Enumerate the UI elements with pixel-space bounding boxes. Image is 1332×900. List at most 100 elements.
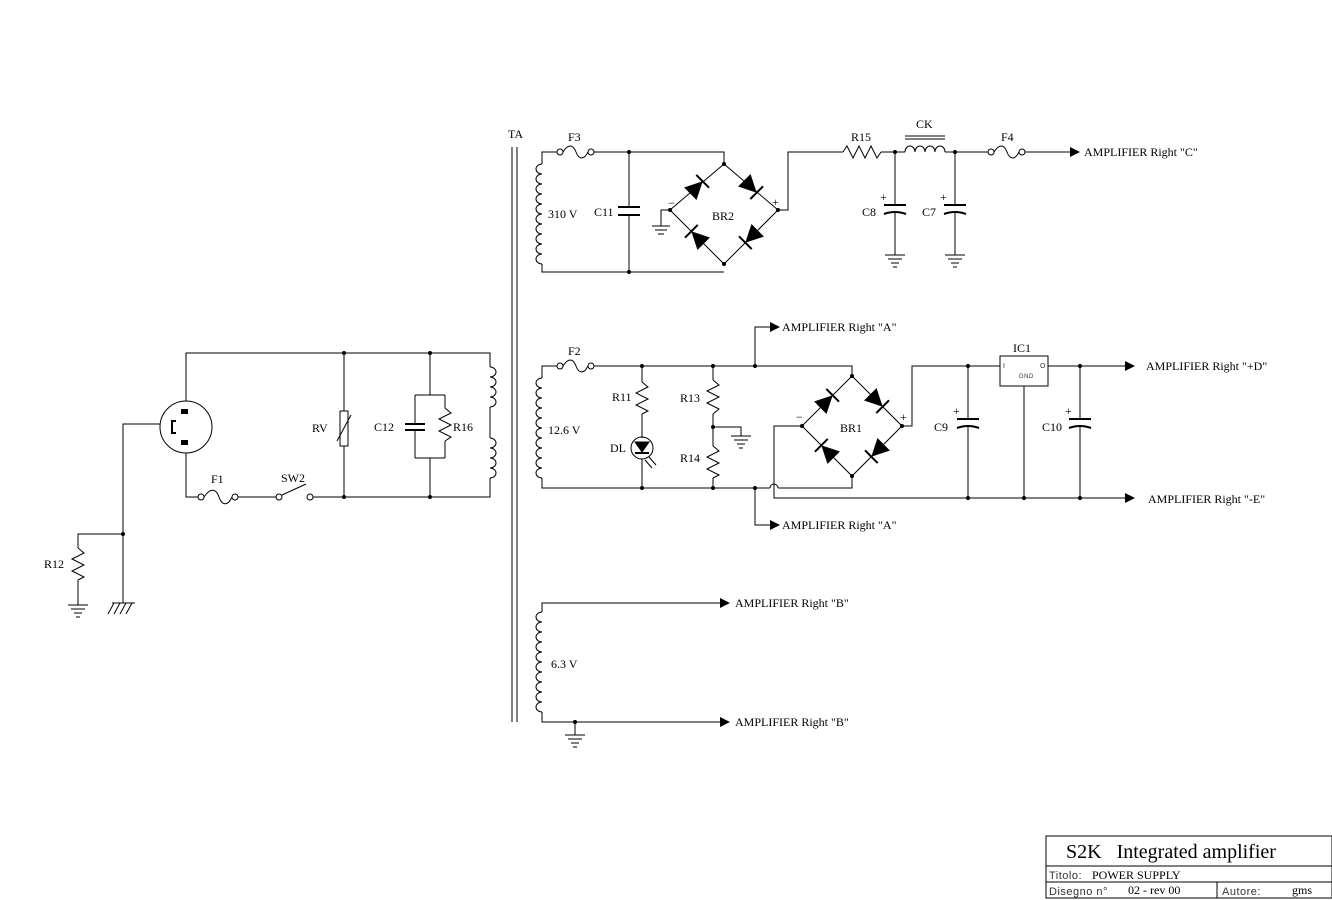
label-ic1-gnd: GND: [1019, 374, 1034, 380]
switch-sw2: [275, 483, 314, 501]
label-ic1-out: O: [1040, 363, 1046, 370]
mains-inlet-socket: [159, 400, 213, 454]
label-sw2: SW2: [281, 471, 305, 485]
output-arrow: [1070, 147, 1080, 157]
title-block-author-value: gms: [1292, 883, 1312, 897]
label-dl: DL: [610, 441, 626, 455]
r12-resistor: [70, 547, 86, 581]
label-f3: F3: [568, 130, 581, 144]
output-label-c: AMPLIFIER Right "C": [1084, 145, 1198, 159]
capacitor-c12: [405, 423, 425, 431]
ground-symbol: [565, 734, 585, 748]
label-c10: C10: [1042, 420, 1062, 434]
label-c8-plus: +: [880, 190, 887, 204]
label-br2: BR2: [712, 209, 734, 223]
label-ck: CK: [916, 117, 933, 131]
label-f2: F2: [568, 344, 581, 358]
label-310v: 310 V: [548, 207, 578, 221]
output-arrow: [1125, 493, 1135, 503]
label-12v6: 12.6 V: [548, 423, 581, 437]
output-label-b-top: AMPLIFIER Right "B": [735, 596, 849, 610]
label-r14: R14: [680, 451, 700, 465]
title-block-author-label: Autore:: [1222, 886, 1261, 898]
output-label-a-top: AMPLIFIER Right "A": [782, 320, 897, 334]
label-r12: R12: [44, 557, 64, 571]
ground-symbol: [68, 604, 88, 618]
output-label-d: AMPLIFIER Right "+D": [1146, 359, 1267, 373]
led-dl: [630, 436, 657, 469]
ground-symbol: [731, 435, 751, 449]
primary-winding-upper: [489, 366, 497, 408]
output-arrow: [770, 520, 780, 530]
label-c11: C11: [594, 205, 614, 219]
label-ic1: IC1: [1013, 341, 1031, 355]
r16-resistor: [437, 407, 453, 442]
label-c8: C8: [862, 205, 876, 219]
secondary-winding-6v3: [535, 611, 543, 713]
secondary-winding-12v6: [535, 377, 543, 479]
title-block: S2K Integrated amplifier Titolo: POWER S…: [1045, 835, 1332, 899]
title-block-drawing-value: 02 - rev 00: [1128, 883, 1180, 897]
label-r13: R13: [680, 391, 700, 405]
regulator-ic1: I GND O: [999, 355, 1049, 387]
label-br2-plus: +: [772, 195, 779, 209]
hv-310v-section: 310 V F3 C11 B: [535, 117, 1198, 274]
capacitor-c11: [618, 206, 640, 216]
ground-symbol: [652, 225, 670, 235]
choke-ck: [904, 145, 946, 153]
fuse-f2: [556, 359, 595, 373]
output-arrow: [720, 717, 730, 727]
primary-circuit: R12 F1 SW2 RV: [44, 351, 497, 618]
label-c9-plus: +: [953, 404, 960, 418]
label-r15: R15: [851, 130, 871, 144]
bridge-rectifier-br2: [668, 162, 780, 266]
label-6v3: 6.3 V: [551, 657, 578, 671]
bridge-rectifier-br1: [800, 374, 904, 478]
capacitor-c10: [1068, 418, 1092, 429]
secondary-winding-310v: [535, 163, 543, 265]
chassis-ground-symbol: [107, 602, 135, 615]
title-block-project: S2K Integrated amplifier: [1066, 841, 1276, 863]
r13-resistor: [705, 379, 721, 415]
label-r11: R11: [612, 390, 632, 404]
label-f1: F1: [211, 472, 224, 486]
label-br1-minus: −: [796, 410, 803, 424]
ground-symbol: [945, 254, 965, 268]
lv-12v6-section: 12.6 V F2 AMPLIFIER Right "A" AMPLIFIER …: [535, 320, 1267, 532]
label-br1-plus: +: [900, 410, 907, 424]
ground-symbol: [885, 254, 905, 268]
label-f4: F4: [1001, 130, 1014, 144]
output-arrow: [720, 598, 730, 608]
output-label-e: AMPLIFIER Right "-E": [1148, 492, 1265, 506]
label-r16: R16: [453, 420, 473, 434]
label-c7: C7: [922, 205, 936, 219]
heater-6v3-section: 6.3 V AMPLIFIER Right "B" AMPLIFIER Righ…: [535, 596, 849, 748]
r15-resistor: [842, 144, 882, 160]
fuse-f4: [987, 145, 1026, 159]
label-ic1-in: I: [1003, 363, 1005, 370]
title-block-title-label: Titolo:: [1049, 870, 1082, 882]
output-label-a-bottom: AMPLIFIER Right "A": [782, 518, 897, 532]
capacitor-c8: [883, 204, 907, 215]
capacitor-c9: [956, 418, 980, 429]
output-arrow: [1125, 361, 1135, 371]
output-label-b-bottom: AMPLIFIER Right "B": [735, 715, 849, 729]
label-c9: C9: [934, 420, 948, 434]
label-ta: TA: [508, 127, 523, 141]
label-c10-plus: +: [1065, 404, 1072, 418]
primary-winding-lower: [489, 437, 497, 479]
r11-resistor: [634, 381, 650, 415]
fuse-f1: [197, 489, 239, 505]
label-br2-minus: −: [668, 196, 675, 210]
title-block-title-value: POWER SUPPLY: [1092, 868, 1181, 882]
output-arrow: [770, 322, 780, 332]
title-block-drawing-label: Disegno n°: [1049, 886, 1108, 898]
label-c7-plus: +: [940, 190, 947, 204]
label-rv: RV: [312, 421, 328, 435]
fuse-f3: [556, 145, 595, 159]
r14-resistor: [705, 445, 721, 479]
transformer-ta-core: TA: [508, 127, 523, 722]
label-br1: BR1: [840, 421, 862, 435]
capacitor-c7: [943, 204, 967, 215]
